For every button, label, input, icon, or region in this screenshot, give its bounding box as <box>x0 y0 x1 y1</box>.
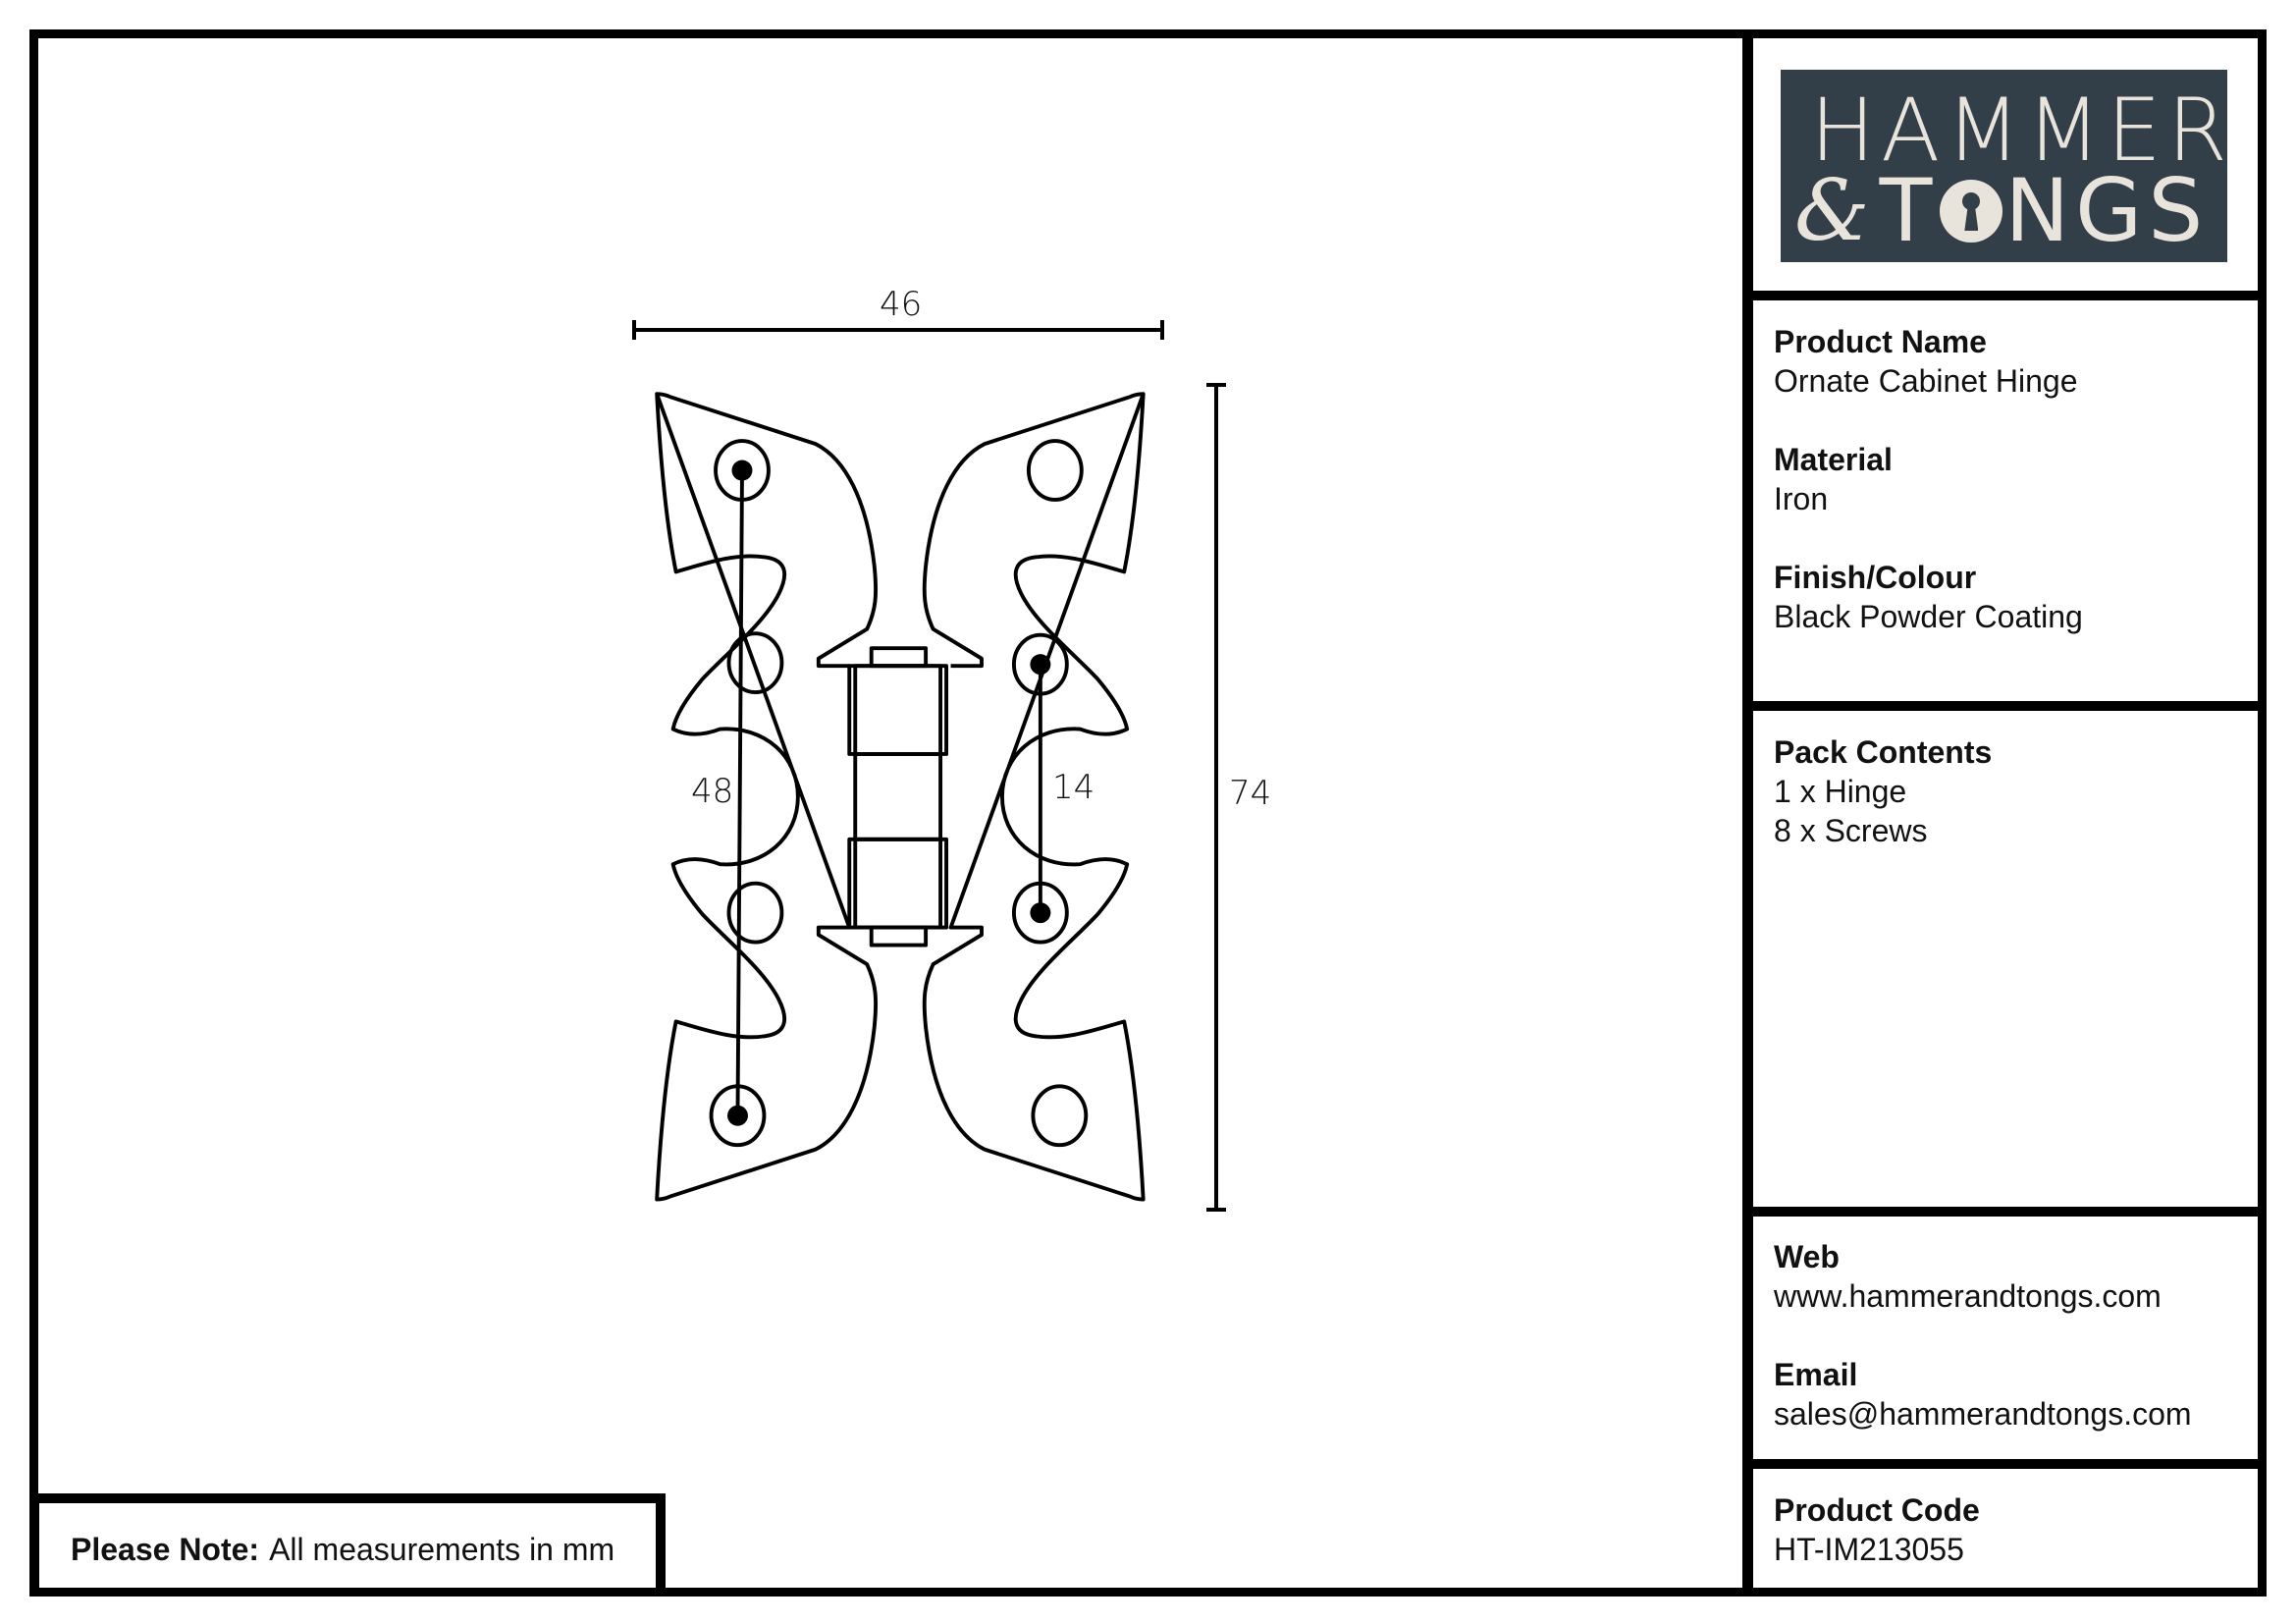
width-dimension-label: 46 <box>880 285 923 324</box>
material-value: Iron <box>1774 481 1829 516</box>
web-label: Web <box>1774 1239 1840 1274</box>
outer-hole-spacing-label: 48 <box>691 772 734 811</box>
title-block-divider <box>1742 29 1753 1597</box>
divider-contact <box>1753 1207 2267 1217</box>
product-code-value: HT-IM213055 <box>1774 1532 1964 1567</box>
ampersand-glyph: & <box>1794 162 1876 260</box>
pack-item: 8 x Screws <box>1774 813 1928 848</box>
drawing-frame <box>29 29 2267 1597</box>
material-label: Material <box>1774 442 1893 477</box>
right-leaf-outline <box>922 392 1146 1202</box>
logo-letters-ngs: NGS <box>2004 160 2210 261</box>
divider-pack <box>1753 701 2267 711</box>
screw-holes <box>709 439 1089 1148</box>
note-text: All measurements in mm <box>269 1532 615 1567</box>
product-code: Product Code HT-IM213055 <box>1774 1490 1980 1569</box>
email-label: Email <box>1774 1357 1858 1392</box>
note-label: Please Note: <box>71 1532 260 1567</box>
outer-hole-spacing-line <box>735 470 744 1116</box>
measure-point-dot <box>731 460 753 481</box>
measurement-note: Please Note: All measurements in mm <box>29 1493 666 1597</box>
pack-contents: Pack Contents 1 x Hinge 8 x Screws <box>1774 732 1992 850</box>
measure-point-dot <box>1030 654 1051 676</box>
web-link[interactable]: www.hammerandtongs.com <box>1774 1278 2162 1314</box>
pack-contents-label: Pack Contents <box>1774 734 1993 770</box>
product-code-label: Product Code <box>1774 1492 1980 1528</box>
pack-item: 1 x Hinge <box>1774 774 1907 809</box>
product-name-value: Ornate Cabinet Hinge <box>1774 363 2078 399</box>
measure-point-dot <box>1030 902 1051 924</box>
hinge-knuckle <box>847 646 949 947</box>
logo-letter-t: T <box>1879 160 1939 261</box>
logo-line-tongs: & T NGS <box>1794 162 2209 260</box>
left-leaf-outline <box>655 392 879 1202</box>
divider-logo <box>1753 291 2267 300</box>
contact-info: Web www.hammerandtongs.com Email sales@h… <box>1774 1237 2192 1434</box>
email-link[interactable]: sales@hammerandtongs.com <box>1774 1396 2192 1432</box>
inner-hole-spacing-label: 14 <box>1052 768 1095 807</box>
finish-value: Black Powder Coating <box>1774 599 2083 634</box>
keyhole-icon <box>1940 180 2003 243</box>
finish-label: Finish/Colour <box>1774 560 1977 595</box>
height-dimension-label: 74 <box>1229 774 1272 813</box>
divider-code <box>1753 1459 2267 1469</box>
product-info: Product Name Ornate Cabinet Hinge Materi… <box>1774 322 2083 636</box>
brand-logo: HAMMER & T NGS <box>1781 70 2227 262</box>
logo-line-hammer: HAMMER <box>1810 80 2233 181</box>
product-name-label: Product Name <box>1774 324 1987 359</box>
measure-point-dot <box>727 1105 748 1126</box>
